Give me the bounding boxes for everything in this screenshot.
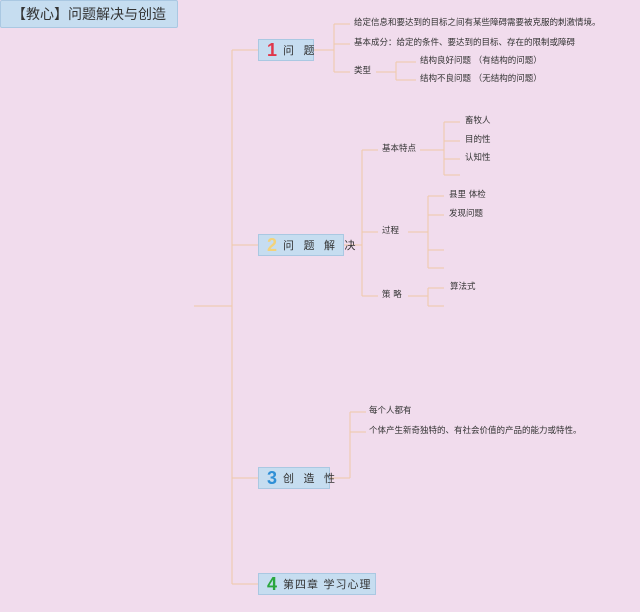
branch-node-chapter-four[interactable]: 4 第四章 学习心理 xyxy=(258,573,376,595)
problem-type-well-structured[interactable]: 结构良好问题 （有结构的问题） xyxy=(420,56,542,66)
problem-definition[interactable]: 给定信息和要达到的目标之间有某些障碍需要被克服的刺激情境。 xyxy=(354,18,601,28)
problem-components[interactable]: 基本成分：给定的条件、要达到的目标、存在的限制或障碍 xyxy=(354,38,576,48)
solving-strategy[interactable]: 策 略 xyxy=(382,290,402,300)
branch-number: 1 xyxy=(267,39,278,60)
problem-types[interactable]: 类型 xyxy=(354,66,372,76)
branch-label: 第四章 学习心理 xyxy=(283,578,372,591)
root-node[interactable]: 【教心】问题解决与创造 xyxy=(0,0,178,28)
feature-item[interactable]: 畜牧人 xyxy=(465,116,491,126)
creativity-definition[interactable]: 个体产生新奇独特的、有社会价值的产品的能力或特性。 xyxy=(369,426,582,436)
branch-node-problem-solving[interactable]: 2 问 题 解 决 xyxy=(258,234,356,256)
feature-item[interactable]: 认知性 xyxy=(465,153,491,163)
branch-label: 创 造 性 xyxy=(283,472,339,485)
strategy-item[interactable]: 算法式 xyxy=(450,282,476,292)
branch-number: 4 xyxy=(267,573,278,594)
branch-node-creativity[interactable]: 3 创 造 性 xyxy=(258,467,335,489)
branch-node-problem[interactable]: 1 问 题 xyxy=(258,39,315,61)
branch-label: 问 题 解 决 xyxy=(283,239,359,252)
problem-type-ill-structured[interactable]: 结构不良问题 （无结构的问题） xyxy=(420,74,542,84)
branch-label: 问 题 xyxy=(283,44,318,57)
branch-number: 2 xyxy=(267,234,278,255)
creativity-everyone[interactable]: 每个人都有 xyxy=(369,406,412,416)
solving-basic-features[interactable]: 基本特点 xyxy=(382,144,417,154)
feature-item[interactable]: 目的性 xyxy=(465,135,491,145)
process-item[interactable]: 县里 体检 xyxy=(449,190,486,200)
branch-number: 3 xyxy=(267,467,278,488)
process-item[interactable]: 发现问题 xyxy=(449,209,484,219)
solving-process[interactable]: 过程 xyxy=(382,226,400,236)
